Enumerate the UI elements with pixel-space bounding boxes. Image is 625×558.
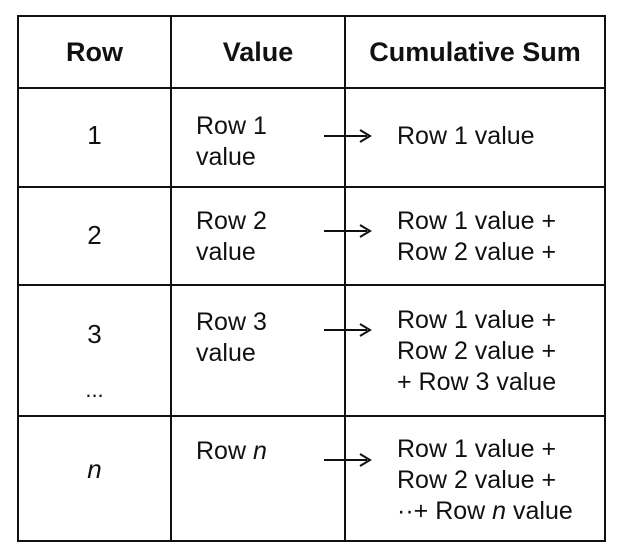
row-n-number: n	[87, 454, 102, 484]
column-divider-1	[170, 17, 172, 540]
row-divider-3	[19, 415, 604, 417]
column-divider-2	[344, 17, 346, 540]
row-n-cumulative: Row 1 value + Row 2 value + ··+ Row n va…	[397, 435, 573, 525]
header-value: Value	[222, 36, 294, 67]
row-1-number: 1	[87, 120, 102, 150]
header-divider	[19, 87, 604, 89]
cumulative-sum-table: Row Value Cumulative Sum 1 Row 1 value R…	[17, 15, 606, 542]
row-3-cumulative: Row 1 value + Row 2 value + + Row 3 valu…	[397, 306, 557, 396]
row-1-arrow-icon	[323, 129, 373, 143]
row-2-value: Row 2 value	[196, 207, 267, 266]
row-3-arrow-icon	[323, 323, 373, 337]
row-1-cumulative: Row 1 value	[397, 122, 535, 150]
row-1-value: Row 1 value	[196, 112, 267, 171]
row-2-arrow-icon	[323, 224, 373, 238]
row-divider-1	[19, 186, 604, 188]
header-cumulative-sum: Cumulative Sum	[369, 36, 581, 67]
row-2-cumulative: Row 1 value + Row 2 value +	[397, 207, 557, 266]
header-row: Row	[66, 36, 123, 67]
row-divider-2	[19, 284, 604, 286]
row-n-arrow-icon	[323, 453, 373, 467]
row-n-value: Row n	[196, 437, 267, 465]
row-2-number: 2	[87, 220, 102, 250]
row-3-value: Row 3 value	[196, 308, 267, 367]
row-ellipsis: ...	[85, 377, 104, 402]
row-3-number: 3	[87, 319, 102, 349]
